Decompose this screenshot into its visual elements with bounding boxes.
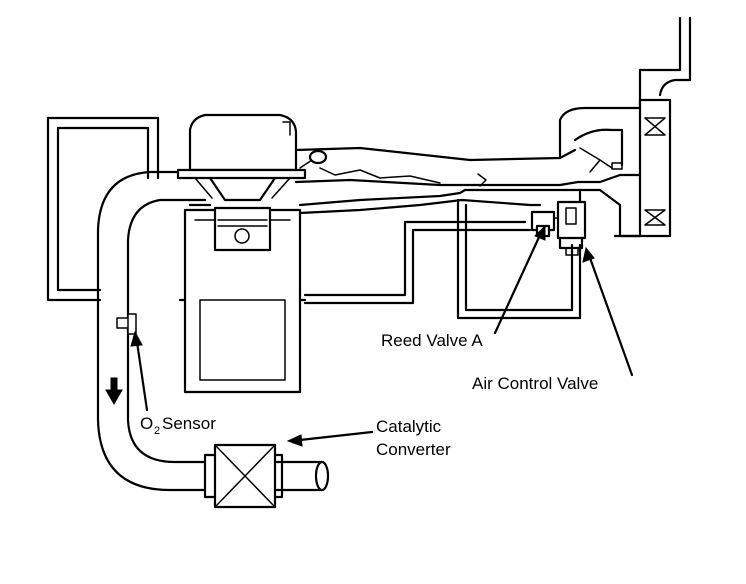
valve-box [456,198,582,320]
air-control-valve [556,200,587,256]
reed-valve-label: Reed Valve A [381,331,483,350]
air-cleaner-housing [176,113,307,202]
catalytic-label-line1: Catalytic [376,417,442,436]
air-control-valve-leader [582,246,634,377]
svg-text:Sensor: Sensor [162,414,216,433]
intake-duct [294,146,580,187]
reed-valve-leader [493,224,546,335]
o2-sensor-label: O 2 Sensor [140,414,216,437]
reed-valve-a [530,210,561,238]
o2-sensor [116,313,137,335]
air-intake-box [558,16,692,238]
exhaust-pipe [96,170,207,492]
throttle-linkage [299,149,328,169]
svg-text:O: O [140,414,153,433]
o2-sensor-leader [130,330,149,412]
svg-text:2: 2 [154,425,160,437]
air-control-valve-label: Air Control Valve [472,374,598,393]
return-pipe [303,220,532,305]
catalytic-leader [286,430,374,447]
engine-block [178,206,307,394]
left-air-duct [46,116,160,302]
catalytic-label-line2: Converter [376,440,451,459]
flow-arrow-icon [105,377,123,406]
catalytic-converter [203,443,330,509]
